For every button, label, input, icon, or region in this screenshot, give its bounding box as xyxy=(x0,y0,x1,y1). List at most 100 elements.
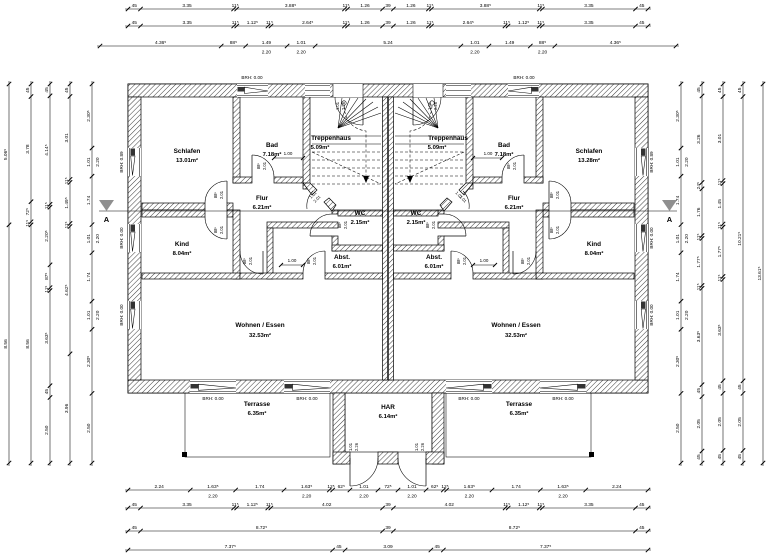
dim-value: 3.01 xyxy=(64,133,70,143)
room-area-abst-right: 6.01m² xyxy=(425,263,444,270)
dim-value: 2.24 xyxy=(154,484,164,490)
dim-sub-value: 2.20 xyxy=(465,494,475,500)
room-area-bad-right: 7.18m² xyxy=(495,151,514,158)
door-dim: 1.01 xyxy=(348,442,353,451)
door-dim: 88⁵ xyxy=(256,163,261,170)
dim-value: 2.64⁵ xyxy=(463,20,474,26)
dim-value: 45 xyxy=(737,454,743,460)
dim-value: 45 xyxy=(25,87,31,93)
dim-value: 88⁵ xyxy=(539,40,546,46)
dim-value: 45 xyxy=(737,384,743,390)
dim-value: 3.96 xyxy=(64,403,70,413)
door-dim: 2.26 xyxy=(354,442,359,451)
room-name-wohnen-right: Wohnen / Essen xyxy=(491,322,540,329)
dim-value: 11⁵ xyxy=(266,20,273,26)
dim-value: 45 xyxy=(639,525,645,531)
dim-value: 3.63⁵ xyxy=(717,324,723,335)
dim-value: 2.50 xyxy=(675,423,681,433)
dim-value: 1.26 xyxy=(360,20,370,26)
door-abst-right xyxy=(450,250,474,274)
dim-value: 2.50 xyxy=(44,425,50,435)
door-dim: 88⁵ xyxy=(456,258,461,265)
dim-value: 1.74 xyxy=(512,484,522,490)
dim-value: 1.63⁵ xyxy=(464,484,475,490)
dim-value: 11⁵ xyxy=(696,283,702,290)
dim-value: 3.35 xyxy=(182,502,192,508)
door-wc-right xyxy=(443,213,467,237)
dim-sub-value: 2.20 xyxy=(359,494,369,500)
dim-value: 1.01 xyxy=(86,157,92,167)
dim-value: 3.63⁵ xyxy=(696,331,702,342)
door-abst-left xyxy=(302,250,326,274)
room-name-wc-right: WC xyxy=(411,210,422,217)
dim-value: 5.06⁵ xyxy=(3,149,9,160)
door-dim: 2.01 xyxy=(262,161,267,170)
dim-sub-value: 2.20 xyxy=(208,494,218,500)
window-stair-right xyxy=(446,84,471,97)
door-dim: 88⁵ xyxy=(213,227,218,234)
dim-value: 1.74 xyxy=(86,272,92,282)
door-stair-right xyxy=(462,190,470,210)
window-top-right xyxy=(507,84,539,97)
dim-100: 1.00 xyxy=(288,258,297,263)
dim-value: 2.30⁵ xyxy=(675,356,681,367)
dim-value: 39 xyxy=(385,525,391,531)
dim-value: 11⁵ xyxy=(44,202,50,209)
dim-sub-value: 2.20 xyxy=(95,234,101,244)
dim-value: 2.30⁵ xyxy=(86,356,92,367)
dim-value: 13.61⁵ xyxy=(757,266,763,280)
terrace-window-left-2 xyxy=(284,380,331,393)
dim-sub-value: 2.20 xyxy=(538,50,548,56)
dim-value: 2.05 xyxy=(717,417,723,427)
dim-value: 4.36⁵ xyxy=(155,40,166,46)
terrace-corner-marker-left xyxy=(182,452,187,457)
dim-value: 11⁵ xyxy=(503,502,510,508)
dim-sub-value: 2.20 xyxy=(684,157,690,167)
room-name-bad-left: Bad xyxy=(266,142,278,149)
room-area-kind-left: 8.04m² xyxy=(173,250,192,257)
door-dim: 2.26 xyxy=(420,442,425,451)
dim-value: 45 xyxy=(639,502,645,508)
window-right-wall-2 xyxy=(635,224,648,252)
room-name-abst-left: Abst. xyxy=(334,254,350,261)
window-left-wall-2 xyxy=(128,224,141,252)
dim-value: 3.35 xyxy=(584,502,594,508)
door-dim: 2.01 xyxy=(219,225,224,234)
dim-value: 39 xyxy=(385,502,391,508)
terrace-corner-marker-right xyxy=(589,452,594,457)
door-dim: 2.01 xyxy=(555,225,560,234)
entrance-door-right xyxy=(412,84,444,126)
brh-top-right: BRH: 0.00 xyxy=(513,75,535,80)
dim-sub-value: 2.20 xyxy=(95,310,101,320)
door-dim: 1.01 xyxy=(454,190,464,200)
brh-left-3: BRH: 0.00 xyxy=(119,304,124,326)
dim-value: 45 xyxy=(696,454,702,460)
dim-value: 3.35 xyxy=(584,3,594,9)
window-left-wall-3 xyxy=(128,301,141,329)
dim-value: 3.88⁵ xyxy=(480,3,491,9)
har-floor xyxy=(344,392,433,453)
dim-value: 1.74 xyxy=(255,484,265,490)
brh-bottom-3: BRH: 0.00 xyxy=(458,396,480,401)
brh-left-2: BRH: 0.00 xyxy=(119,227,124,249)
room-name-wc-left: WC xyxy=(355,210,366,217)
dim-sub-value: 2.20 xyxy=(470,50,480,56)
dim-value: 45 xyxy=(696,87,702,93)
room-area-wohnen-left: 32.53m² xyxy=(249,332,271,339)
door-dim: 2.01 xyxy=(343,220,348,229)
door-har-left xyxy=(349,457,379,487)
dim-value: 7.37⁵ xyxy=(225,544,236,550)
dim-value: 4.14⁵ xyxy=(44,144,50,155)
dim-value: 24⁵ xyxy=(696,182,702,189)
dim-value: 1.49 xyxy=(505,40,515,46)
dim-value: 1.12⁵ xyxy=(518,20,529,26)
dim-value: 1.77⁵ xyxy=(717,246,723,257)
dim-value: 2.30⁵ xyxy=(675,110,681,121)
dim-value: 1.01 xyxy=(86,234,92,244)
door-dim: 2.01 xyxy=(555,190,560,199)
section-triangle-right xyxy=(662,200,677,211)
dim-value: 12⁵ xyxy=(441,484,448,490)
